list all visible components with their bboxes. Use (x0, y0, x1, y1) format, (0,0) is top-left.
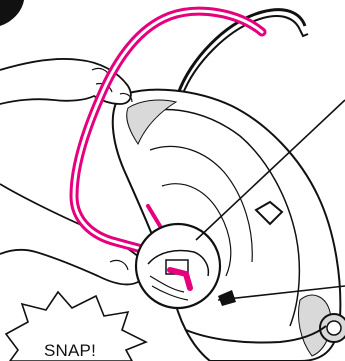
snap-callout-text: SNAP! (44, 341, 96, 360)
seat-base (185, 325, 327, 344)
leader-line-top (195, 99, 345, 241)
canopy-bar-inner (181, 15, 301, 97)
detail-latch (147, 249, 210, 301)
leader-line-bottom (217, 285, 345, 301)
car-seat-padding (143, 108, 301, 327)
release-button (254, 200, 284, 226)
snap-callout-burst (4, 290, 148, 361)
canopy-bar (176, 8, 307, 95)
step-marker-icon (0, 0, 24, 26)
